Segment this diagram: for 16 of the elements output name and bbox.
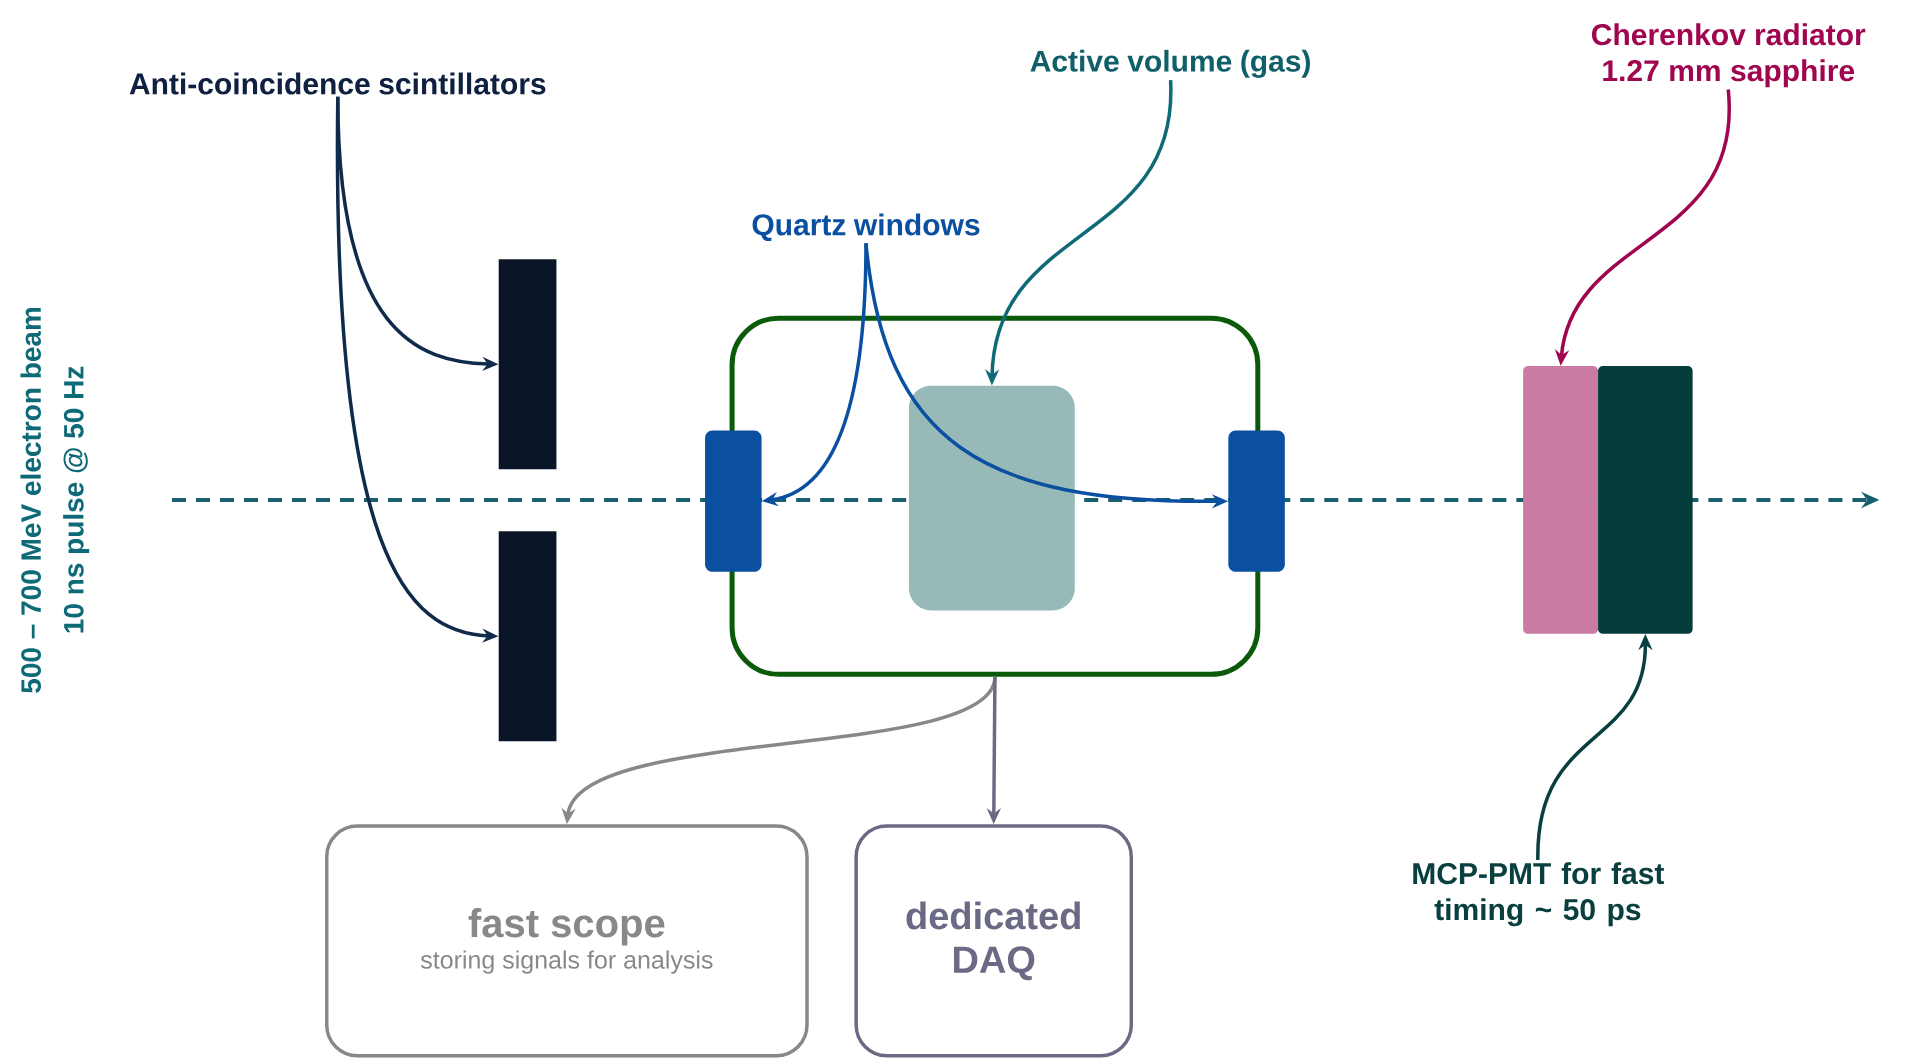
beam-label: 500 – 700 MeV electron beam	[20, 307, 41, 693]
callout-label: Active volume (gas)	[1030, 49, 1310, 78]
output-box: dedicated DAQ	[854, 824, 1134, 1058]
active-volume	[908, 385, 1075, 611]
callout-label: Anti-coincidence scintillators	[129, 72, 546, 95]
scintillator-bar	[498, 259, 557, 470]
callout-label: Quartz windows	[752, 213, 980, 242]
output-box: fast scope storing signals for analysis	[325, 824, 809, 1058]
callout-label: MCP-PMT for fast timing ~ 50 ps	[1413, 862, 1665, 927]
quartz-window	[705, 430, 762, 572]
quartz-window	[1228, 430, 1285, 572]
scintillator-bar	[498, 531, 557, 742]
callout-label: Cherenkov radiator 1.27 mm sapphire	[1592, 23, 1866, 88]
radiator-block	[1523, 366, 1599, 634]
beam-label: 10 ns pulse @ 50 Hz	[63, 366, 90, 633]
mcp-pmt-block	[1598, 366, 1693, 634]
